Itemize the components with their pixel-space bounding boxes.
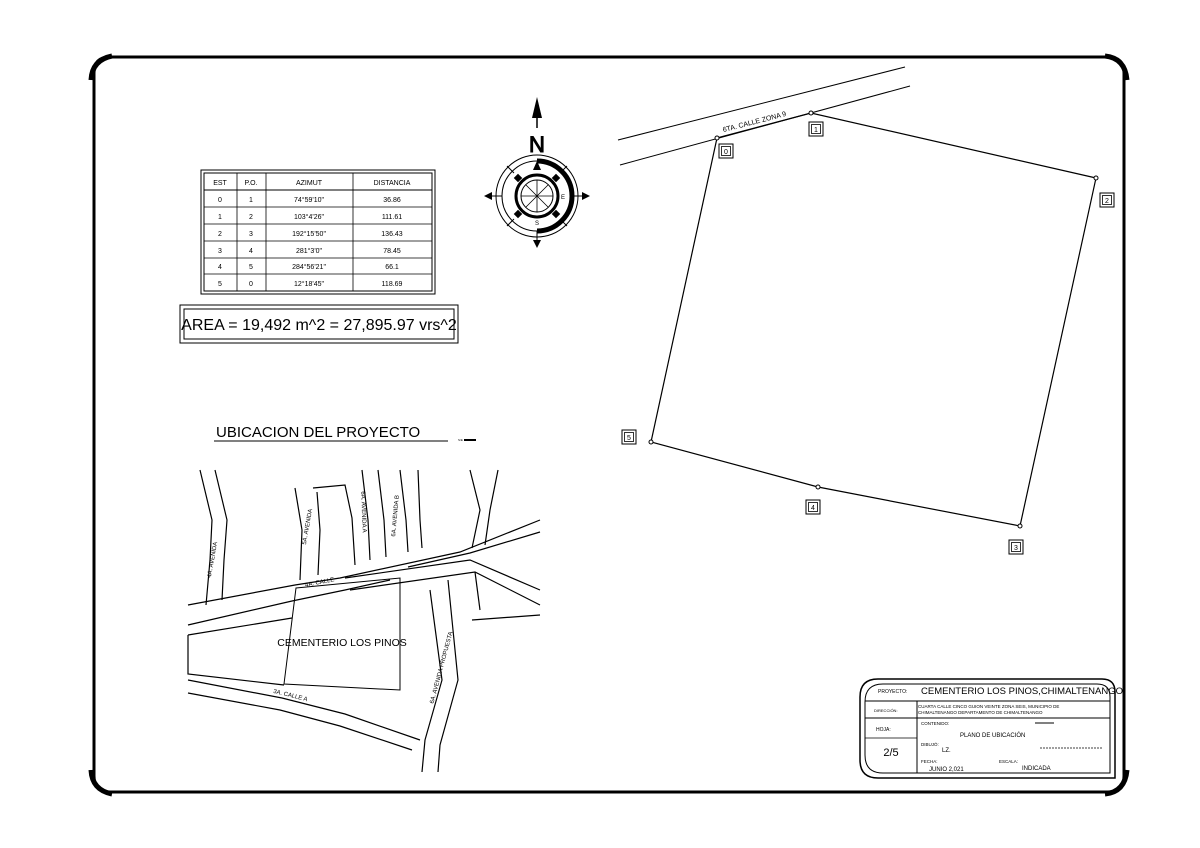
table-header-distancia: DISTANCIA <box>374 180 411 187</box>
vertex-marker-4: 4 <box>805 499 821 515</box>
table-row: 1 2 103°4'26" 111.61 <box>218 213 402 221</box>
table-cell: 3 <box>249 231 253 238</box>
title-dibujo-value: LZ. <box>942 748 951 754</box>
map-label-3a-calle-a: 3A. CALLE A <box>273 689 308 703</box>
table-cell: 103°4'26" <box>294 213 324 221</box>
table-row: 4 5 284°56'21" 66.1 <box>218 263 399 271</box>
table-header-est: EST <box>213 180 227 187</box>
vertex-marker-2: 2 <box>1099 192 1115 208</box>
table-cell: 0 <box>249 281 253 288</box>
title-proyecto-label: PROYECTO: <box>878 689 907 695</box>
table-cell: 0 <box>218 197 222 204</box>
vertex-label-0: 0 <box>724 149 728 156</box>
vertex-marker-5: 5 <box>621 429 637 445</box>
table-cell: 284°56'21" <box>292 263 326 271</box>
vertex-label-3: 3 <box>1014 545 1018 552</box>
table-cell: 74°59'10" <box>294 196 324 204</box>
table-cell: 12°18'45" <box>294 280 324 288</box>
map-streets <box>187 469 541 773</box>
sheet-border <box>88 53 1130 797</box>
table-row: 3 4 281°3'0" 78.45 <box>218 247 401 255</box>
table-header-po: P.O. <box>244 180 257 187</box>
table-cell: 66.1 <box>385 264 399 271</box>
property-polygon: 0 1 2 3 4 5 <box>621 110 1115 555</box>
vertex-label-2: 2 <box>1105 198 1109 205</box>
table-cell: 136.43 <box>381 231 403 238</box>
vertex-label-1: 1 <box>814 127 818 134</box>
table-cell: 2 <box>218 231 222 238</box>
map-label-avenida-propuesta: 6A. AVENIDA PROPUESTA <box>430 631 455 704</box>
table-row: 5 0 12°18'45" 118.69 <box>218 280 403 288</box>
table-cell: 2 <box>249 214 253 221</box>
map-label-6a-avenida-a: 6A. AVENIDA A <box>359 491 366 532</box>
map-label-4a-avenida: 4A. AVENIDA <box>207 541 219 578</box>
compass-south-letter: S <box>535 221 539 227</box>
title-block: PROYECTO: CEMENTERIO LOS PINOS,CHIMALTEN… <box>859 678 1123 779</box>
title-escala-value: INDICADA <box>1022 766 1051 772</box>
vertex-label-4: 4 <box>811 505 815 512</box>
map-label-6a-avenida-b: 6A. AVENIDA B <box>391 495 401 537</box>
title-contenido-label: CONTENIDO: <box>921 721 949 726</box>
table-cell: 111.61 <box>382 214 402 221</box>
table-cell: 118.69 <box>382 281 403 288</box>
table-cell: 192°15'50" <box>292 230 326 238</box>
table-cell: 4 <box>218 264 222 271</box>
title-fecha-value: JUNIO 2,021 <box>929 767 964 773</box>
area-text: AREA = 19,492 m^2 = 27,895.97 vrs^2 <box>181 317 457 334</box>
table-cell: 4 <box>249 248 253 255</box>
street-6ta-calle: 6TA. CALLE ZONA 9 <box>617 66 911 166</box>
table-cell: 3 <box>218 248 222 255</box>
map-label-5a-avenida: 5A. AVENIDA <box>302 508 314 545</box>
vertex-label-5: 5 <box>627 435 631 442</box>
survey-table: EST P.O. AZIMUT DISTANCIA 0 1 74°59'10" … <box>200 169 436 295</box>
table-header-azimut: AZIMUT <box>296 180 323 187</box>
vertex-marker-0: 0 <box>718 143 734 159</box>
title-proyecto-value: CEMENTERIO LOS PINOS,CHIMALTENANGO <box>921 686 1123 697</box>
table-cell: 1 <box>218 214 222 221</box>
title-direccion-line1: CUARTA CALLE CINCO GUION VEINTE ZONA SEI… <box>918 704 1059 709</box>
cemetery-label: CEMENTERIO LOS PINOS <box>277 637 407 649</box>
title-fecha-label: FECHA: <box>921 759 938 764</box>
area-box: AREA = 19,492 m^2 = 27,895.97 vrs^2 <box>179 304 459 344</box>
location-map-scale-note: S/E <box>458 438 463 442</box>
compass-east-letter: E <box>561 195 565 201</box>
vertex-marker-3: 3 <box>1008 539 1024 555</box>
title-direccion-label: DIRECCIÓN: <box>874 708 898 713</box>
title-escala-label: ESCALA: <box>999 759 1018 764</box>
north-compass-icon: N E S <box>484 97 590 248</box>
title-dibujo-label: DIBUJÓ: <box>921 741 939 747</box>
table-cell: 36.86 <box>383 197 401 204</box>
table-row: 2 3 192°15'50" 136.43 <box>218 230 403 238</box>
table-row: 0 1 74°59'10" 36.86 <box>218 196 401 204</box>
table-cell: 5 <box>249 264 253 271</box>
location-map-title: UBICACION DEL PROYECTO <box>216 424 420 441</box>
vertex-marker-1: 1 <box>808 121 824 137</box>
title-contenido-value: PLANO DE UBICACIÓN <box>960 732 1025 739</box>
table-cell: 1 <box>249 197 253 204</box>
table-cell: 281°3'0" <box>296 247 323 255</box>
title-hoja-value: 2/5 <box>883 747 898 759</box>
title-hoja-label: HOJA: <box>876 727 891 733</box>
title-direccion-line2: CHIMALTENANGO DEPARTAMENTO DE CHIMALTENA… <box>918 710 1043 715</box>
north-label: N <box>529 132 545 157</box>
location-map: UBICACION DEL PROYECTO S/E <box>187 424 541 773</box>
map-label-4a-calle: 4A. CALLE <box>305 577 335 589</box>
table-cell: 78.45 <box>383 248 401 255</box>
cemetery-block: CEMENTERIO LOS PINOS <box>277 577 407 691</box>
table-cell: 5 <box>218 281 222 288</box>
